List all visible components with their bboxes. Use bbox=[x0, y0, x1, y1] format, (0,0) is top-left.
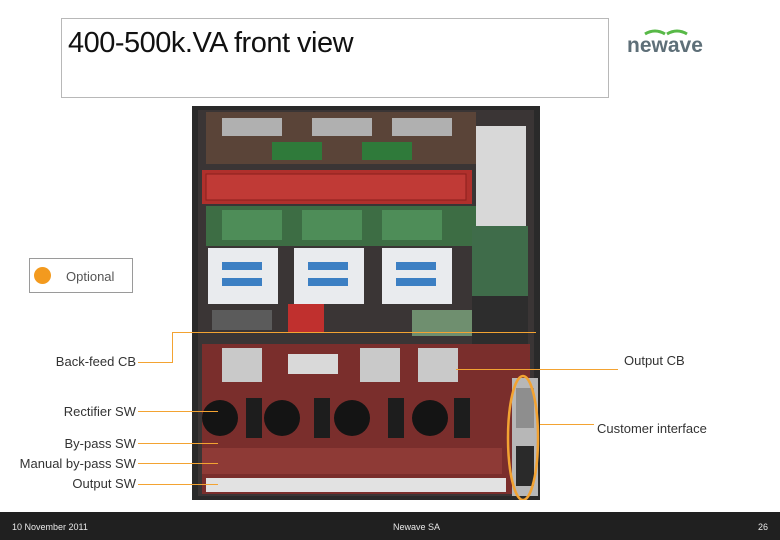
manual-bypass-sw-label: Manual by-pass SW bbox=[19, 456, 136, 471]
output-sw-label: Output SW bbox=[72, 476, 136, 491]
customer-interface-label: Customer interface bbox=[597, 421, 707, 436]
bypass-sw-label: By-pass SW bbox=[64, 436, 136, 451]
legend-box: Optional bbox=[29, 258, 133, 293]
output-cb-label: Output CB bbox=[624, 353, 685, 368]
manual-bypass-sw-line bbox=[138, 463, 218, 464]
rectifier-sw-line bbox=[138, 411, 218, 412]
output-sw-line bbox=[138, 484, 218, 485]
newave-logo: newave bbox=[627, 28, 709, 57]
ups-cabinet-photo bbox=[192, 106, 540, 500]
bypass-sw-line bbox=[138, 443, 218, 444]
back-feed-cb-line-top bbox=[172, 332, 536, 333]
footer-page-number: 26 bbox=[758, 522, 769, 532]
footer-company: Newave SA bbox=[393, 522, 441, 532]
output-cb-line bbox=[456, 369, 618, 370]
footer-bar: 10 November 2011 Newave SA 26 bbox=[0, 512, 780, 540]
optional-highlight-ellipse bbox=[506, 374, 540, 500]
back-feed-cb-line-vertical bbox=[172, 332, 173, 362]
legend-label: Optional bbox=[66, 269, 115, 284]
back-feed-cb-line-left bbox=[138, 362, 173, 363]
footer-date: 10 November 2011 bbox=[12, 522, 88, 532]
rectifier-sw-label: Rectifier SW bbox=[63, 404, 136, 419]
back-feed-cb-label: Back-feed CB bbox=[55, 354, 136, 369]
newave-logo-mark: newave bbox=[627, 29, 703, 57]
slide-title: 400-500k.VA front view bbox=[68, 27, 354, 59]
title-box: 400-500k.VA front view bbox=[61, 18, 609, 98]
customer-interface-line bbox=[540, 424, 594, 425]
logo-text: newave bbox=[627, 34, 703, 56]
optional-dot-icon bbox=[34, 267, 51, 284]
